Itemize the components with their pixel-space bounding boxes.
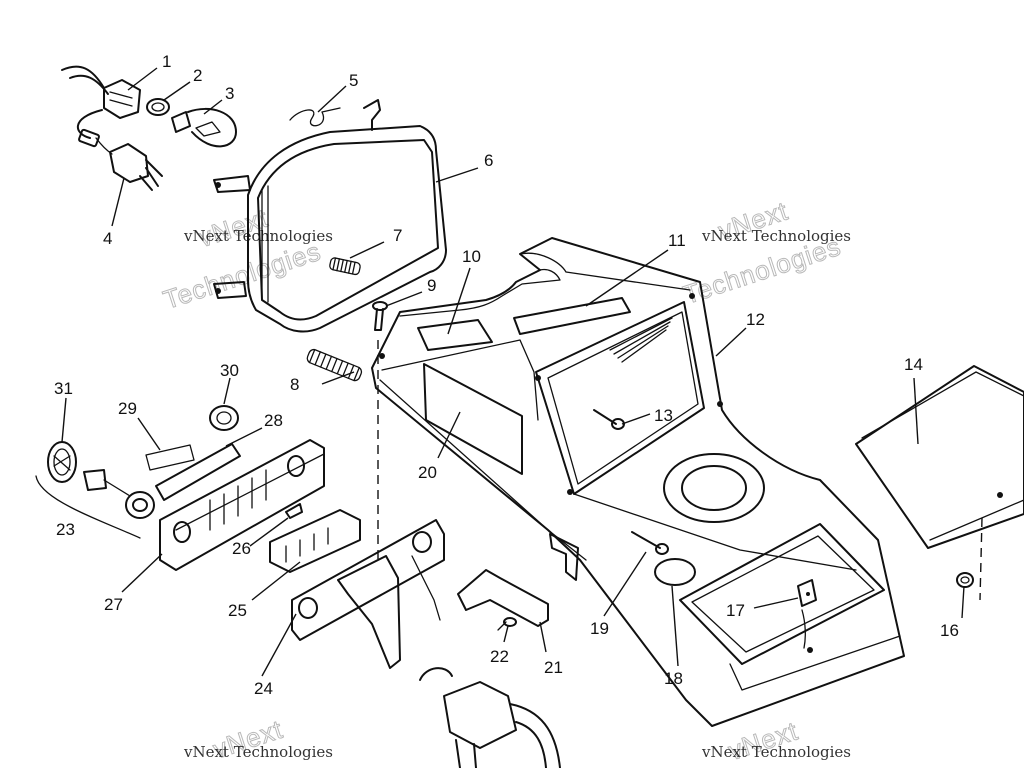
callout-11: 11 [668,231,686,250]
watermark-top-left: vNext Technologies vNext Technologies [159,202,333,315]
callout-9: 9 [427,276,436,295]
watermark-top-right: vNext Technologies vNext Technologies [679,195,851,310]
callout-21: 21 [544,658,563,677]
headlight-wiring [61,65,237,191]
callout-5: 5 [349,71,358,90]
adjuster-springs [306,257,388,560]
callout-13: 13 [654,406,673,425]
watermark-bottom-right: vNext vNext Technologies [701,715,851,767]
cover-plate [855,365,1024,601]
watermark-company: vNext Technologies [183,743,333,761]
console-dash [371,237,905,727]
callout-1: 1 [162,52,171,71]
callout-labels: 1 2 3 4 5 6 7 8 9 10 11 12 13 14 16 17 1… [54,52,959,698]
callout-16: 16 [940,621,959,640]
callout-26: 26 [232,539,251,558]
switch-hardware [35,405,561,768]
watermark-company: vNext Technologies [701,227,851,245]
callout-14: 14 [904,355,923,374]
leader-lines [61,67,965,677]
callout-29: 29 [118,399,137,418]
callout-12: 12 [746,310,765,329]
callout-7: 7 [393,226,402,245]
watermark-bottom-left: vNext vNext Technologies [183,713,333,765]
watermark-brand-bottom: Technologies [160,236,325,315]
callout-22: 22 [490,647,509,666]
callout-20: 20 [418,463,437,482]
callout-8: 8 [290,375,299,394]
callout-2: 2 [193,66,202,85]
callout-27: 27 [104,595,123,614]
headlamp-housing [213,99,447,333]
callout-30: 30 [220,361,239,380]
callout-3: 3 [225,84,234,103]
callout-10: 10 [462,247,481,266]
callout-28: 28 [264,411,283,430]
callout-17: 17 [726,601,745,620]
watermark-company: vNext Technologies [701,743,851,761]
callout-18: 18 [664,669,683,688]
callout-6: 6 [484,151,493,170]
callout-24: 24 [254,679,273,698]
callout-31: 31 [54,379,73,398]
callout-19: 19 [590,619,609,638]
callout-25: 25 [228,601,247,620]
callout-4: 4 [103,229,112,248]
callout-23: 23 [56,520,75,539]
watermark-company: vNext Technologies [183,227,333,245]
